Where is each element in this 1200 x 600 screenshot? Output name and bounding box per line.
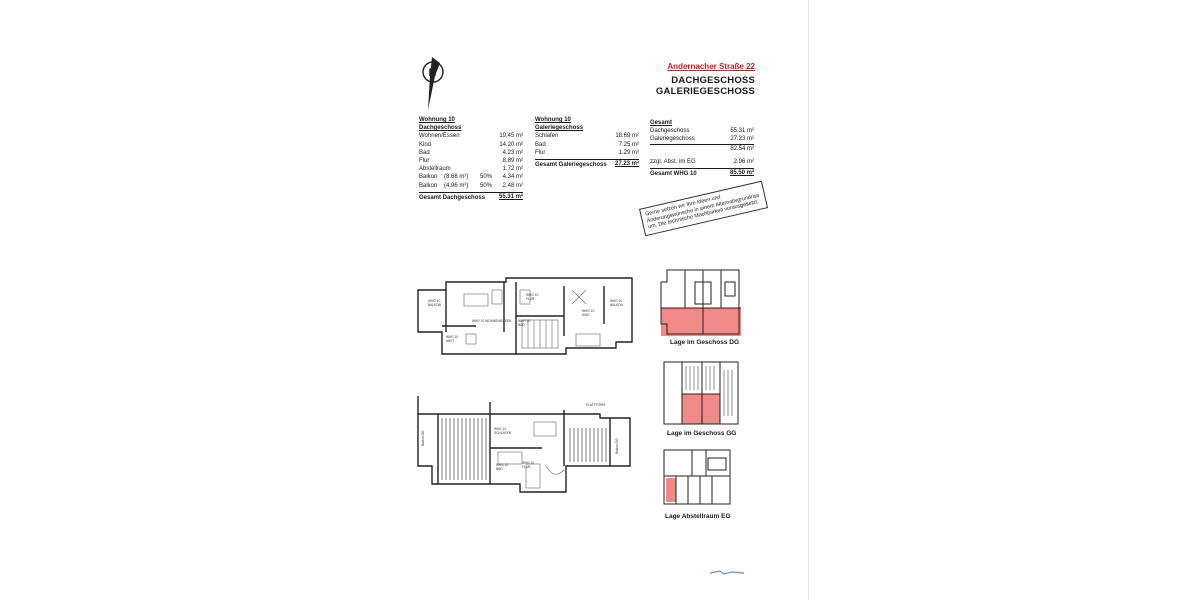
svg-text:BALKON: BALKON — [610, 303, 624, 307]
svg-text:FLUR: FLUR — [522, 465, 531, 469]
caption-location-dg: Lage im Geschoss DG — [670, 339, 739, 346]
svg-text:WHG 10: WHG 10 — [522, 461, 534, 465]
table-subtitle: Dachgeschoss — [419, 125, 462, 132]
document-header: Andernacher Straße 22 DACHGESCHOSS GALER… — [656, 62, 755, 97]
svg-text:WHG 10: WHG 10 — [610, 299, 622, 303]
table-row: Balkon(8.68 m²)50%4.34 m² — [419, 174, 523, 181]
caption-location-gg: Lage im Geschoss GG — [667, 430, 737, 437]
svg-text:WHG 10: WHG 10 — [582, 309, 594, 313]
table-title: Gesamt — [650, 120, 673, 126]
svg-text:BAD: BAD — [496, 467, 503, 471]
north-arrow-icon: N — [422, 57, 444, 110]
svg-text:WHG 10: WHG 10 — [494, 427, 506, 431]
svg-text:WHG 10: WHG 10 — [518, 319, 530, 323]
location-plan-dg — [660, 269, 741, 336]
page-edge — [808, 0, 809, 600]
svg-text:PLATTFORM: PLATTFORM — [586, 403, 605, 407]
svg-text:FLUR: FLUR — [526, 297, 535, 301]
svg-text:BAD: BAD — [518, 323, 525, 327]
svg-text:Balkon OG: Balkon OG — [421, 430, 425, 446]
location-plan-gg — [663, 361, 739, 425]
table-title: Wohnung 10 — [535, 117, 571, 123]
svg-text:WHG 10: WHG 10 — [526, 293, 538, 297]
svg-text:Balkon OG: Balkon OG — [615, 438, 619, 454]
svg-text:BALKON: BALKON — [428, 303, 442, 307]
table-row: 82.54 m² — [730, 145, 754, 152]
floor-title-1: DACHGESCHOSS — [671, 75, 755, 86]
floor-title-2: GALERIEGESCHOSS — [655, 86, 755, 97]
svg-text:WHG 10: WHG 10 — [428, 299, 440, 303]
svg-text:WHG 10: WHG 10 — [496, 463, 508, 467]
caption-location-eg: Lage Abstellraum EG — [665, 513, 731, 520]
table-subtitle: Galeriegeschoss — [535, 125, 584, 132]
svg-text:WHG 10 WOHNEN/ESSEN: WHG 10 WOHNEN/ESSEN — [472, 319, 512, 323]
location-plan-eg — [663, 449, 731, 505]
svg-text:WHG 10: WHG 10 — [446, 335, 458, 339]
svg-text:KIND: KIND — [582, 313, 590, 317]
table-row: Balkon(4.96 m²)50%2.48 m² — [419, 182, 523, 189]
address-title: Andernacher Straße 22 — [667, 62, 755, 71]
stamp-mark — [710, 570, 744, 575]
svg-text:SCHLAFEN: SCHLAFEN — [494, 431, 512, 435]
change-request-note: Gerne setzen wir Ihre Ideen und Änderung… — [639, 180, 769, 237]
svg-text:ABST.: ABST. — [446, 339, 455, 343]
svg-text:N: N — [429, 67, 437, 79]
table-title: Wohnung 10 — [419, 117, 455, 123]
